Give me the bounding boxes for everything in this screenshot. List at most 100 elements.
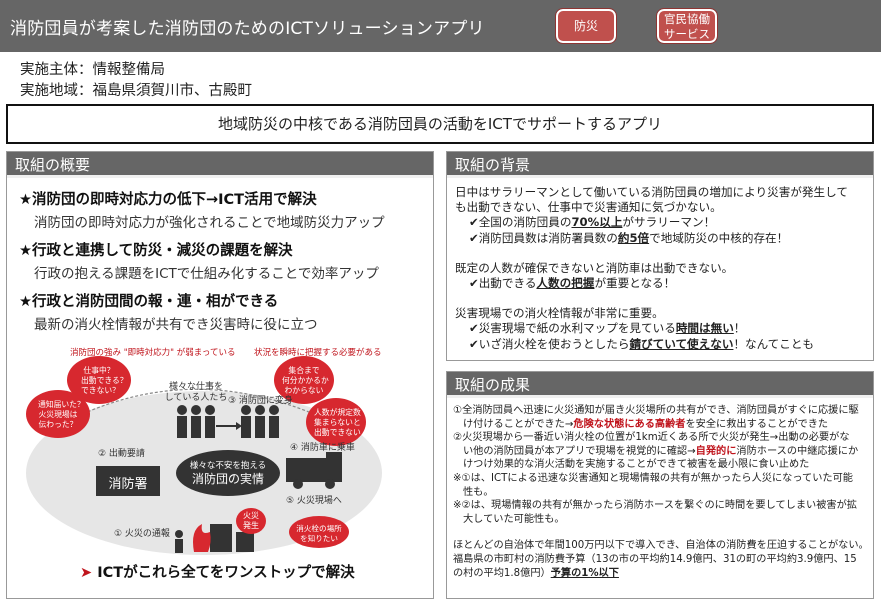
background-line: 災害現場での消火栓情報が非常に重要。	[455, 306, 664, 321]
check-text: ✔全国の消防団員の	[469, 215, 572, 230]
bubble-gather-shape	[274, 356, 334, 404]
diagram-illustration	[26, 356, 382, 555]
overview-item-sub: 行政の抱える課題をICTで仕組み化することで効率アップ	[34, 266, 379, 282]
results-line: い他の消防団員が本アプリで現場を視覚的に確認→自発的に消防ホースの中継応援にか	[453, 445, 869, 459]
background-body: 日中はサラリーマンとして働いている消防団員の増加により災害が発生して も出動でき…	[455, 185, 867, 352]
step-4-label: ④ 消防車に乗車	[290, 443, 355, 453]
step-5-label: ⑤ 火災現場へ	[286, 496, 342, 506]
background-check: ✔出動できる人数の把握が重要となる！	[455, 276, 867, 291]
check-text: が重要となる！	[594, 276, 676, 291]
background-check: ✔全国の消防団員の70%以上がサラリーマン！	[455, 215, 867, 230]
check-text: ！なんてことも	[733, 336, 815, 351]
hydrant-bubble-shape	[289, 516, 349, 548]
results-text: い他の消防団員が本アプリで現場を視覚的に確認→	[463, 445, 696, 457]
arrow-right-icon: ➤	[80, 565, 93, 581]
results-emphasis: 予算の1%以下	[550, 567, 619, 579]
implementing-area: 実施地域：福島県須賀川市、古殿町	[20, 83, 252, 99]
center-ellipse	[176, 450, 280, 496]
results-text: け付けることができた→	[463, 418, 574, 430]
bubble-gather-line: わからない	[284, 386, 324, 395]
bubble-notice: 通知届いた？ 火災現場は 伝わった？	[38, 400, 85, 430]
people-label-line: 様々な仕事を	[168, 382, 223, 392]
tag-bousai: 防災	[555, 8, 617, 44]
bubble-busy-line: 出動できる？	[81, 376, 128, 385]
center-label: 様々な不安を抱える 消防団の実情	[184, 460, 272, 486]
results-highlight: 危険な状態にある高齢者	[573, 418, 686, 430]
results-note: ※②は、現場情報の共有が無かったら消防ホースを繋ぐのに時間を要してしまい被害が拡	[453, 500, 857, 512]
overview-item-head: ★消防団の即時対応力の低下→ICT活用で解決	[19, 192, 317, 208]
overview-item-sub: 最新の消火栓情報が共有でき災害時に役に立つ	[34, 317, 318, 333]
people-label-line: している人たち	[164, 393, 228, 403]
overview-item-head: ★行政と連携して防災・減災の課題を解決	[19, 243, 293, 259]
bubble-notice-line: 火災現場は	[38, 410, 78, 419]
check-text: ✔災害現場で紙の水利マップを見ている	[469, 321, 676, 336]
bubble-busy-line: 仕事中？	[83, 366, 115, 375]
background-line: 日中はサラリーマンとして働いている消防団員の増加により災害が発生して	[455, 185, 848, 199]
center-label-line: 様々な不安を抱える	[189, 461, 267, 471]
results-text: 消防ホースの中継応援にか	[736, 445, 859, 457]
tag-service-label: サービス	[664, 27, 710, 41]
background-title: 取組の背景	[447, 152, 873, 178]
results-line: けつけ効果的な消火活動を実施することができて被害を最小限に食い止めた	[463, 459, 810, 471]
fire-station-icon	[96, 466, 160, 496]
diagram-arc	[73, 388, 345, 429]
results-cost: 福島県の市町村の消防費予算（13の市の平均約14.9億円、31の町の平均約3.9…	[453, 553, 857, 565]
background-check: ✔いざ消火栓を使おうとしたら錆びていて使えない！なんてことも	[455, 337, 867, 352]
tag-bousai-label: 防災	[573, 19, 598, 33]
bubble-notice-line: 伝わった？	[38, 420, 78, 429]
hydrant-label: 消火栓の場所 を知りたい	[294, 524, 344, 544]
check-text: がサラリーマン！	[622, 215, 716, 230]
bubble-count-line: 出動できない	[314, 428, 361, 437]
bubble-count-line: 集まらないと	[314, 418, 361, 427]
hydrant-label-line: を知りたい	[300, 534, 338, 543]
results-note: 大していた可能性も。	[463, 513, 565, 525]
summary-banner: 地域防災の中核である消防団員の活動をICTでサポートするアプリ	[6, 104, 874, 144]
hydrant-label-line: 消火栓の場所	[296, 524, 342, 533]
results-title: 取組の成果	[447, 372, 873, 398]
overview-diagram: 消防団の強み "即時対応力" が弱まっている 状況を瞬時に把握する必要がある 仕…	[14, 338, 434, 578]
overview-item-head: ★行政と消防団間の報・連・相ができる	[19, 294, 279, 310]
results-note: ※①は、ICTによる迅速な災害通知と現場情報の共有が無かったら人災になっていた可…	[453, 472, 853, 484]
results-highlight: 自発的に	[695, 445, 737, 457]
results-line: け付けることができた→危険な状態にある高齢者を安全に救出することができた	[453, 418, 869, 432]
overview-footer: ➤ ICTがこれら全てをワンストップで解決	[80, 561, 355, 582]
bubble-gather-line: 集合まで	[288, 366, 320, 375]
check-emphasis: 錆びていて使えない	[629, 336, 734, 351]
overview-item: ★行政と消防団間の報・連・相ができる 最新の消火栓情報が共有でき災害時に役に立つ	[19, 290, 318, 333]
fire-label-line: 火災	[243, 511, 259, 520]
tag-kanmin-label: 官民協働	[664, 12, 710, 26]
background-line: 既定の人数が確保できないと消防車は出動できない。	[455, 260, 734, 275]
tag-kanmin-service: 官民協働 サービス	[656, 8, 718, 44]
check-text: ！	[733, 321, 746, 336]
overview-item: ★行政と連携して防災・減災の課題を解決 行政の抱える課題をICTで仕組み化するこ…	[19, 239, 379, 282]
overview-item: ★消防団の即時対応力の低下→ICT活用で解決 消防団の即時対応力が強化されること…	[19, 188, 385, 231]
bubble-count-line: 人数が規定数	[314, 408, 361, 417]
bubble-gather: 集合まで 何分かかるか わからない	[282, 366, 329, 396]
results-text: を安全に救出することができた	[685, 418, 829, 430]
check-text: ✔消防団員数は消防署員数の	[469, 230, 618, 245]
diagram-arc-left: 消防団の強み "即時対応力" が弱まっている	[70, 348, 236, 358]
bubble-busy: 仕事中？ 出動できる？ できない？	[81, 366, 128, 396]
step-1-label: ① 火災の通報	[114, 529, 170, 539]
bubble-gather-line: 何分かかるか	[282, 376, 329, 385]
bubble-notice-line: 通知届いた？	[38, 400, 85, 409]
results-line: ①全消防団員へ迅速に火災通知が届き火災場所の共有ができ、消防団員がすぐに応援に駆	[453, 405, 859, 416]
step-3-label: ③ 消防団に変身	[228, 396, 293, 406]
fire-truck-icon	[286, 452, 342, 489]
diagram-arc-right: 状況を瞬時に把握する必要がある	[254, 348, 382, 358]
check-emphasis: 時間は無い	[675, 321, 734, 336]
results-note: 性も。	[463, 486, 494, 498]
check-emphasis: 約5倍	[617, 230, 650, 245]
bubble-count-shape	[306, 398, 366, 446]
check-text: で地域防災の中核的存在！	[649, 230, 789, 245]
implementing-entity: 実施主体：情報整備局	[20, 62, 165, 78]
results-line: ②火災現場から一番近い消火栓の位置が1km近くある所で火災が発生→出動の必要がな	[453, 432, 850, 444]
header-bar: 消防団員が考案した消防団のためのICTソリューションアプリ 防災 官民協働 サー…	[0, 0, 881, 52]
caller-icon	[175, 530, 183, 553]
burning-buildings-icon	[193, 524, 254, 552]
bubble-busy-shape	[67, 356, 131, 404]
background-check: ✔消防団員数は消防署員数の約5倍で地域防災の中核的存在！	[455, 231, 867, 246]
results-cost: ほとんどの自治体で年間100万円以下で導入でき、自治体の消防費を圧迫することがな…	[453, 540, 869, 552]
people-label: 様々な仕事を している人たち	[164, 382, 228, 404]
results-body: ①全消防団員へ迅速に火災通知が届き火災場所の共有ができ、消防団員がすぐに応援に駆…	[453, 404, 869, 580]
